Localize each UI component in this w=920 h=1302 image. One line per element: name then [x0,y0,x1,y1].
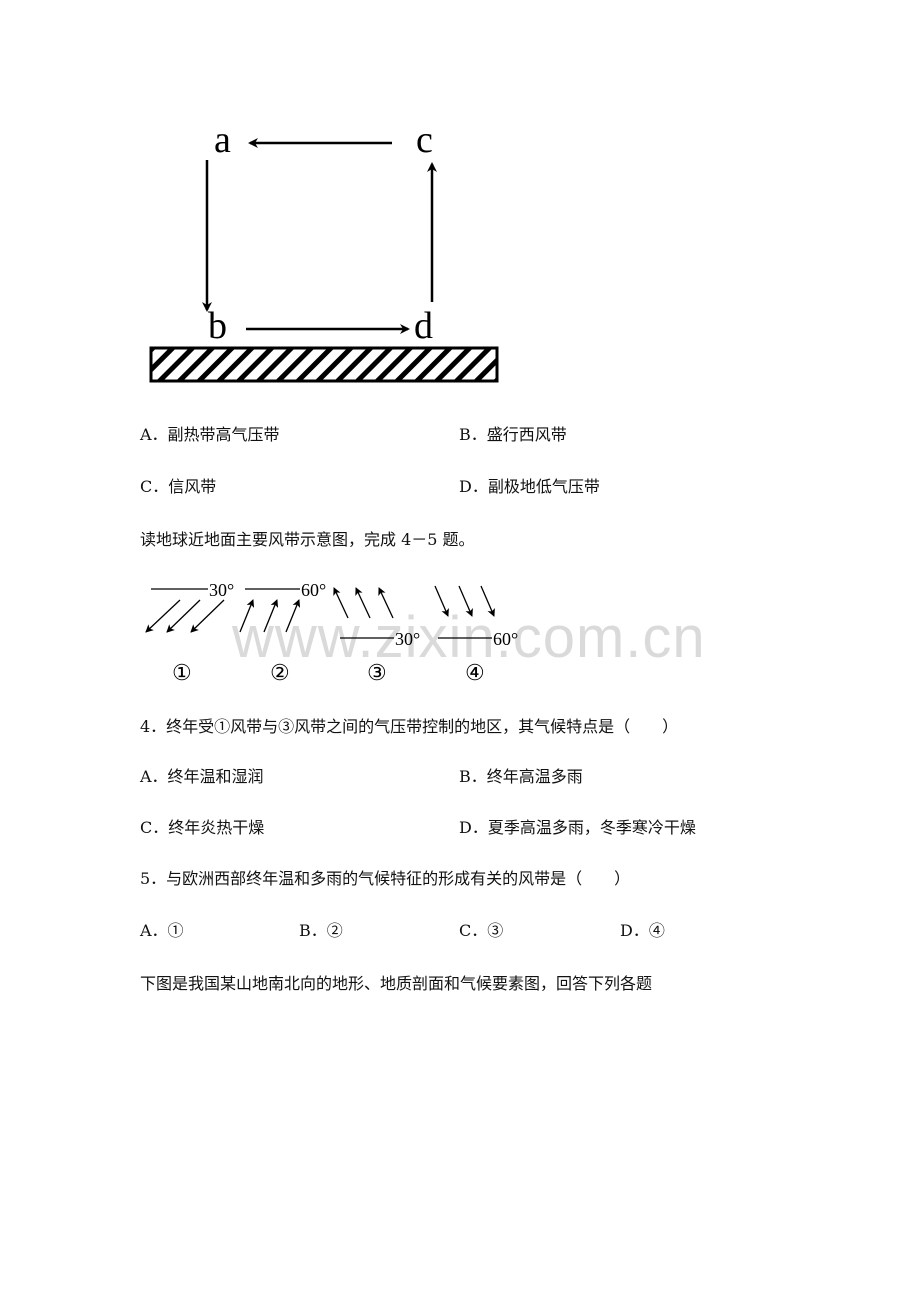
q5-stem: 5．与欧洲西部终年温和多雨的气候特征的形成有关的风带是（ ） [140,869,631,888]
ground-hatch [149,346,499,383]
intro-next: 下图是我国某山地南北向的地形、地质剖面和气候要素图，回答下列各题 [140,974,653,993]
label-b: b [208,305,227,347]
q4-option-c[interactable]: C．终年炎热干燥 [140,818,265,837]
q4-stem: 4．终年受①风带与③风带之间的气压带控制的地区，其气候特点是（ ） [140,717,679,736]
intro-4-5: 读地球近地面主要风带示意图，完成 4－5 题。 [140,530,475,549]
circulation-diagram: a c b d [149,119,499,383]
panel-4-lat: 60° [493,629,518,649]
q5-option-b[interactable]: B．② [299,921,343,940]
panel-3-lat: 30° [395,629,420,649]
panel-1-num: ① [172,660,192,685]
panel-2 [239,588,301,633]
label-d: d [414,305,433,347]
q4-option-b[interactable]: B．终年高温多雨 [459,767,583,786]
panel-2-num: ② [270,660,290,685]
q4-option-d[interactable]: D．夏季高温多雨，冬季寒冷干燥 [459,818,696,837]
panel-1-lat: 30° [209,580,234,600]
wind-belt-diagram: 30° ① 60° ② 30° ③ 60° ④ [145,580,518,685]
panel-2-lat: 60° [301,580,326,600]
q3-option-d[interactable]: D．副极地低气压带 [459,477,600,496]
label-a: a [214,119,231,161]
q5-option-d[interactable]: D．④ [620,921,665,940]
q4-option-a[interactable]: A．终年温和湿润 [140,767,264,786]
q3-option-c[interactable]: C．信风带 [140,477,217,496]
q3-option-b[interactable]: B．盛行西风带 [459,425,567,444]
panel-3-num: ③ [367,660,387,685]
panel-4 [434,585,495,639]
panel-1 [145,588,225,633]
panel-4-num: ④ [465,660,485,685]
q5-option-c[interactable]: C．③ [459,921,504,940]
q3-option-a[interactable]: A．副热带高气压带 [140,425,280,444]
panel-3 [333,587,394,639]
label-c: c [416,119,433,161]
q5-option-a[interactable]: A．① [140,921,184,940]
